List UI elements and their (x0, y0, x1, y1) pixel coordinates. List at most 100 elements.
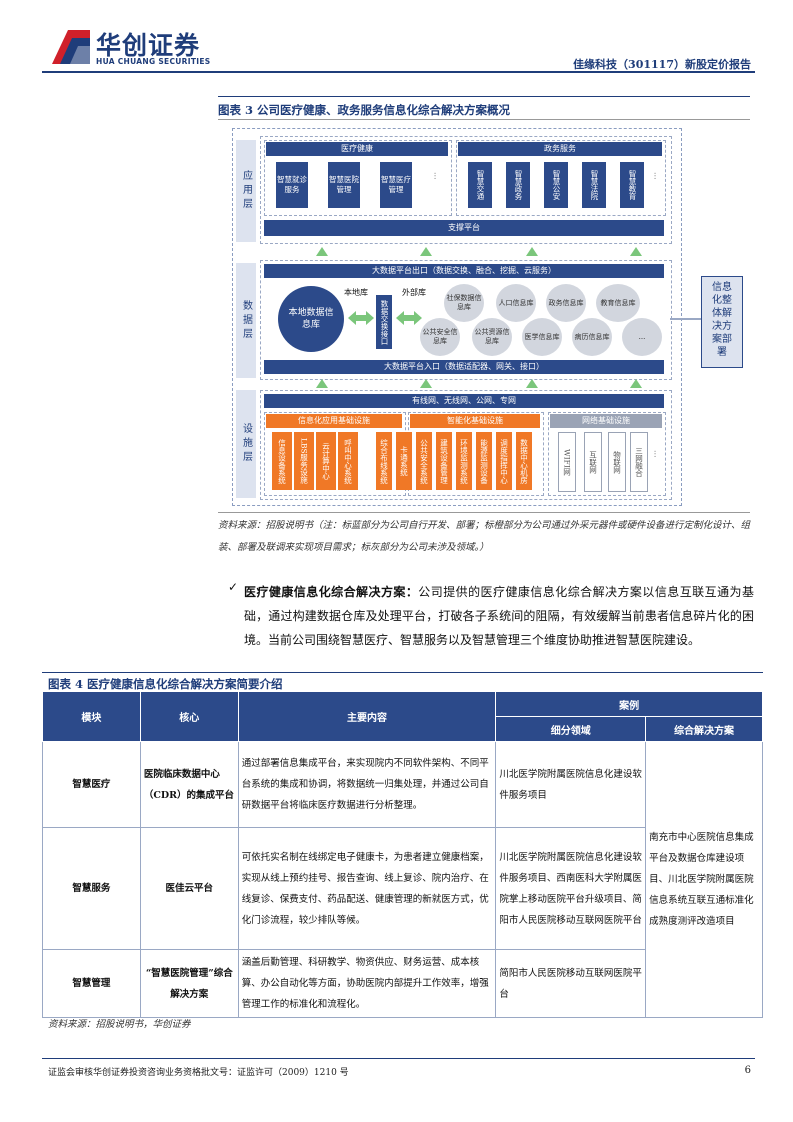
app-box: 智慧就诊服务 (276, 162, 308, 208)
arrow-up-icon (630, 247, 642, 256)
double-arrow-icon (348, 311, 374, 325)
footer-text: 证监会审核华创证券投资咨询业务资格批文号：证监许可（2009）1210 号 (48, 1068, 349, 1078)
column-header: 核心 (139, 691, 239, 742)
data-entry-bar: 大数据平台入口（数据适配器、网关、接口） (264, 360, 664, 374)
gov-services-group (456, 140, 666, 216)
app-box: 智慧法院 (582, 162, 606, 208)
network-infra-title: 网络基础设施 (550, 414, 662, 428)
figure-title-rule (218, 119, 750, 120)
table-cell: 可依托实名制在线绑定电子健康卡，为患者建立健康档案，实现从线上预约挂号、报告查询… (237, 827, 497, 950)
table-cell: 川北医学院附属医院信息化建设软件服务项目、西南医科大学附属医院掌上移动医院平台升… (495, 827, 647, 950)
infra-box: 物联网 (608, 432, 626, 492)
arrow-up-icon (526, 379, 538, 388)
layer-label-application: 应用层 (236, 140, 256, 242)
db-circle: 人口信息库 (496, 284, 536, 322)
infrastructure-layer-zone (260, 390, 672, 500)
app-box: 智慧政务 (506, 162, 530, 208)
arrow-up-icon (316, 247, 328, 256)
infra-box: 云计算中心 (316, 432, 336, 490)
infra-box: WIFI网 (558, 432, 576, 492)
application-layer-zone (260, 136, 672, 244)
db-circle: 公共资源信息库 (472, 318, 512, 356)
db-circle: 医学信息库 (522, 318, 562, 356)
column-header: 案例 (495, 691, 763, 717)
app-box: 智慧公安 (544, 162, 568, 208)
column-header: 主要内容 (237, 691, 497, 742)
arrow-up-icon (316, 379, 328, 388)
paragraph-lead: 医疗健康信息化综合解决方案： (244, 585, 419, 599)
figure-4-title: 图表 4 医疗健康信息化综合解决方案简要介绍 (48, 677, 283, 691)
body-paragraph: 医疗健康信息化综合解决方案：公司提供的医疗健康信息化综合解决方案以信息互联互通为… (244, 580, 754, 652)
infra-box: 呼叫中心系统 (338, 432, 358, 490)
data-exit-bar: 大数据平台出口（数据交换、融合、挖掘、云服务） (264, 264, 664, 278)
logo-wordmark: 华创证券 (96, 31, 201, 60)
app-box: 智慧医院管理 (328, 162, 360, 208)
column-header: 综合解决方案 (645, 716, 763, 742)
table-cell: 川北医学院附属医院信息化建设软件服务项目 (495, 741, 647, 828)
infra-box: 调度指挥中心 (496, 432, 512, 490)
table-cell: 医院临床数据中心（CDR）的集成平台 (139, 741, 239, 828)
infra-box: LBS服务设施 (294, 432, 314, 490)
table-cell: 涵盖后勤管理、科研教学、物资供应、财务运营、成本核算、办公自动化等方面，协助医院… (237, 949, 497, 1018)
data-layer-zone (260, 260, 672, 380)
table-cell: 智慧服务 (42, 827, 141, 950)
table-cell: “智慧医院管理”综合解决方案 (139, 949, 239, 1018)
infra-box: 能源监测设备 (476, 432, 492, 490)
table-cell: 通过部署信息集成平台，来实现院内不同软件架构、不同平台系统的集成和协调，将数据统… (237, 741, 497, 828)
figure-3-source: 资料来源：招股说明书（注：标蓝部分为公司自行开发、部署；标橙部分为公司通过外采元… (218, 520, 751, 553)
ellipsis: ··· (650, 172, 659, 180)
deployment-side-box: 信息化整体解决方案部署 (701, 276, 743, 368)
external-db-label: 外部库 (402, 288, 426, 297)
column-header: 模块 (42, 691, 141, 742)
arrow-up-icon (420, 379, 432, 388)
checkmark-icon: ✓ (228, 580, 239, 594)
healthcare-title: 医疗健康 (266, 142, 448, 156)
app-box: 智慧教育 (620, 162, 644, 208)
app-box: 智慧交通 (468, 162, 492, 208)
footer-divider (42, 1058, 755, 1059)
gov-services-title: 政务服务 (458, 142, 662, 156)
logo-english: HUA CHUANG SECURITIES (96, 57, 211, 66)
table-cell: 医佳云平台 (139, 827, 239, 950)
column-header: 细分领域 (495, 716, 647, 742)
table-row: 智慧医疗 医院临床数据中心（CDR）的集成平台 通过部署信息集成平台，来实现院内… (42, 741, 763, 1018)
header-divider (42, 71, 755, 73)
figure-bottom-rule (218, 512, 750, 513)
side-connector (670, 318, 702, 320)
table-cell: 智慧医疗 (42, 741, 141, 828)
ellipsis: ··· (650, 450, 659, 458)
solution-architecture-diagram (232, 128, 682, 506)
figure-top-rule (218, 96, 750, 97)
figure-4-source: 资料来源：招股说明书，华创证券 (48, 1019, 191, 1030)
infra-box: 信息设备系统 (272, 432, 292, 490)
figure-3-title: 图表 3 公司医疗健康、政务服务信息化综合解决方案概况 (218, 103, 511, 117)
infra-box: 互联网 (584, 432, 602, 492)
infra-box: 环境监测系统 (456, 432, 472, 490)
infra-box: 建筑设备管理 (436, 432, 452, 490)
solution-table: 模块 核心 主要内容 案例 细分领域 综合解决方案 智慧医疗 医院临床数据中心（… (42, 691, 763, 1018)
layer-label-infrastructure: 设施层 (236, 390, 256, 498)
db-circle: 病历信息库 (572, 318, 612, 356)
table-cell: 智慧管理 (42, 949, 141, 1018)
report-title: 佳缘科技（301117）新股定价报告 (573, 58, 751, 71)
db-circle: 社保数据信息库 (444, 284, 484, 322)
arrow-up-icon (420, 247, 432, 256)
arrow-up-icon (630, 379, 642, 388)
app-box: 智慧医疗管理 (380, 162, 412, 208)
local-db-label: 本地库 (344, 288, 368, 297)
infra-box: 卡通系统 (396, 432, 412, 490)
ellipsis: ··· (430, 172, 439, 180)
infra-box: 公共安全系统 (416, 432, 432, 490)
company-logo-mark (52, 30, 90, 64)
infra-box: 数据中心机房 (516, 432, 532, 490)
table-cell: 简阳市人民医院移动互联网医院平台 (495, 949, 647, 1018)
table-row: 智慧服务 医佳云平台 可依托实名制在线绑定电子健康卡，为患者建立健康档案，实现从… (42, 827, 763, 950)
infra-box: 三网融合 (630, 432, 648, 492)
arrow-up-icon (526, 247, 538, 256)
layer-label-data: 数据层 (236, 263, 256, 378)
table-row: 智慧管理 “智慧医院管理”综合解决方案 涵盖后勤管理、科研教学、物资供应、财务运… (42, 949, 763, 1018)
db-circle: 政务信息库 (546, 284, 586, 322)
data-exchange-interface: 数据交换接口 (376, 295, 392, 349)
figure-top-rule (42, 672, 763, 673)
db-circle: 公共安全信息库 (420, 318, 460, 356)
